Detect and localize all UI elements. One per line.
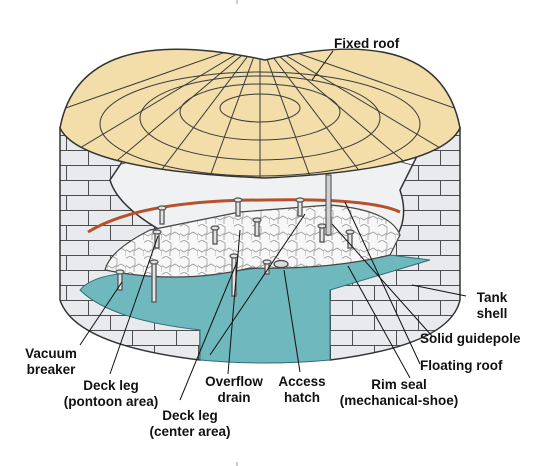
fixed-roof-dome xyxy=(59,48,461,179)
label-solid-guidepole: Solid guidepole xyxy=(420,331,521,346)
leader-lines xyxy=(79,50,467,401)
access-hatch xyxy=(273,259,289,269)
label-vacuum-breaker: Vacuum breaker xyxy=(25,346,77,377)
deck-legs xyxy=(115,197,355,303)
label-floating-roof: Floating roof xyxy=(420,358,503,373)
label-tank-shell: Tank shell xyxy=(476,290,508,321)
label-rim-seal: Rim seal (mechanical-shoe) xyxy=(339,377,459,408)
label-deck-leg-center: Deck leg (center area) xyxy=(149,408,231,439)
rim-seal-band xyxy=(87,198,401,234)
label-access-hatch: Access hatch xyxy=(278,374,326,405)
label-deck-leg-pontoon: Deck leg (pontoon area) xyxy=(63,378,159,409)
label-overflow-drain: Overflow drain xyxy=(205,374,263,405)
solid-guidepole xyxy=(325,174,332,236)
label-fixed-roof: Fixed roof xyxy=(334,36,400,51)
